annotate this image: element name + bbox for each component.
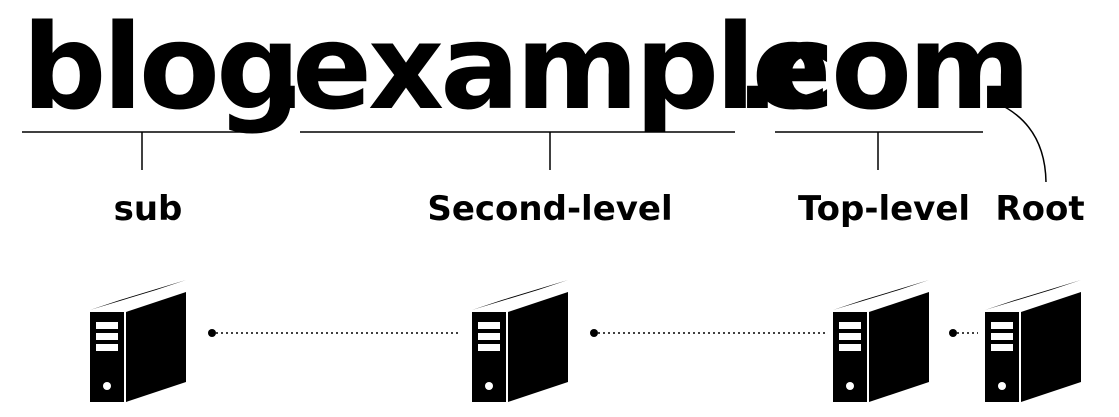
top-level-server-icon	[833, 280, 929, 402]
bracket-second-level	[300, 131, 735, 170]
bracket-top-level	[775, 131, 983, 170]
domain-part-com: com	[765, 0, 1027, 136]
connector-sub-to-second	[208, 329, 460, 337]
domain-part-example: example	[292, 0, 828, 136]
sub-server-icon	[90, 280, 186, 402]
connector-second-to-top	[590, 329, 825, 337]
domain-dot-1: .	[262, 0, 303, 136]
label-root: Root	[995, 189, 1084, 229]
label-sub: sub	[114, 189, 183, 229]
root-connector-curve	[996, 102, 1047, 183]
label-top-level: Top-level	[798, 189, 970, 229]
root-server-icon	[985, 280, 1081, 402]
domain-dot-root: .	[975, 0, 1016, 136]
label-second-level: Second-level	[427, 189, 672, 229]
domain-part-blog: blog	[22, 0, 296, 136]
domain-dot-2: .	[735, 0, 776, 136]
connector-top-to-root	[949, 329, 978, 337]
bracket-sub	[22, 131, 262, 170]
second-level-server-icon	[472, 280, 568, 402]
